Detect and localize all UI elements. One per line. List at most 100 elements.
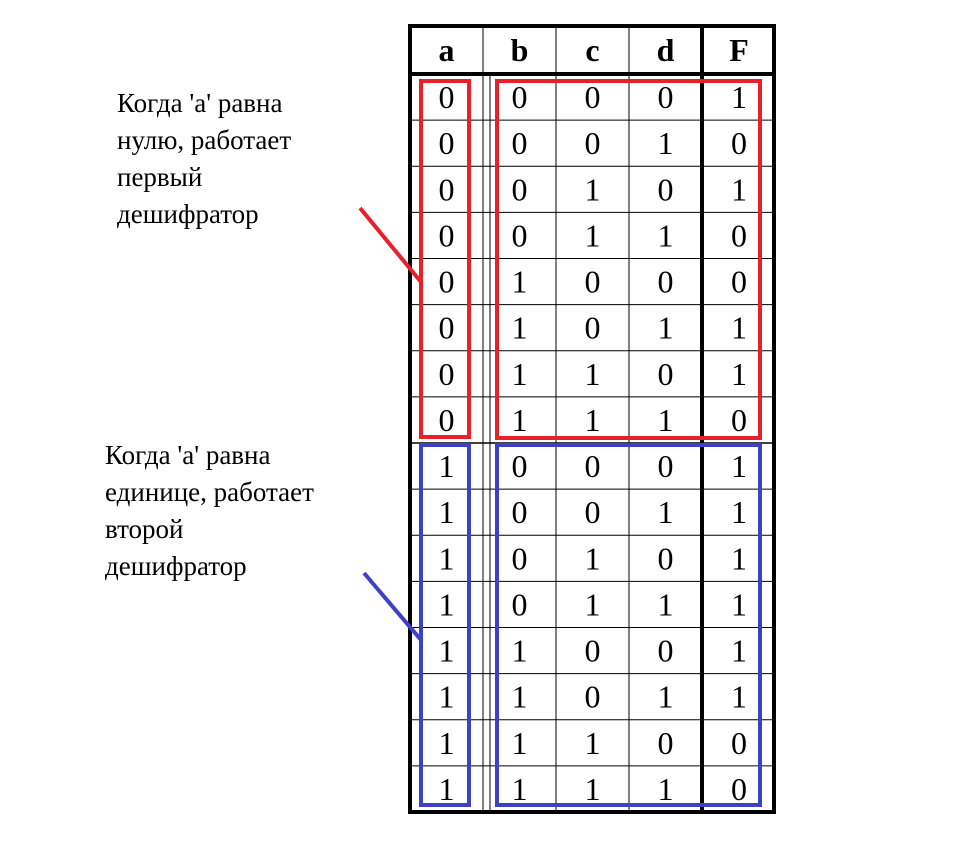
table-cell: 0: [585, 679, 601, 715]
table-cell: 1: [439, 448, 455, 484]
table-cell: 1: [585, 586, 601, 622]
table-cell: 0: [439, 125, 455, 161]
table-cell: 0: [512, 448, 528, 484]
table-cell: 1: [585, 771, 601, 807]
table-cell: 0: [439, 264, 455, 300]
table-cell: 1: [731, 494, 747, 530]
table-cell: 0: [512, 79, 528, 115]
annotation-second-decoder: Когда 'а' равна единице, работает второй…: [105, 437, 314, 585]
table-cell: 0: [512, 586, 528, 622]
annotation-line: Когда 'а' равна: [117, 88, 283, 118]
table-cell: 1: [731, 171, 747, 207]
table-cell: 0: [658, 448, 674, 484]
table-cell: 1: [658, 217, 674, 253]
table-cell: 1: [512, 679, 528, 715]
table-cell: 0: [512, 125, 528, 161]
table-cell: 0: [658, 540, 674, 576]
table-cell: 0: [512, 494, 528, 530]
table-cell: 1: [585, 402, 601, 438]
table-cell: 1: [512, 771, 528, 807]
group-highlights: [358, 79, 762, 807]
annotation-line: дешифратор: [117, 199, 259, 229]
table-cell: 1: [731, 310, 747, 346]
table-cell: 0: [658, 264, 674, 300]
table-cell: 0: [731, 264, 747, 300]
table-grid: [408, 24, 776, 814]
table-cell: 1: [731, 356, 747, 392]
table-cell: 1: [439, 586, 455, 622]
table-cell: 0: [658, 171, 674, 207]
table-cell: 0: [658, 79, 674, 115]
table-cell: 0: [439, 402, 455, 438]
table-cell: 1: [585, 725, 601, 761]
table-cell: 1: [658, 586, 674, 622]
table-cell: 0: [731, 125, 747, 161]
annotation-first-decoder: Когда 'а' равна нулю, работает первый де…: [117, 85, 291, 233]
table-cell: 1: [512, 264, 528, 300]
table-cell: 1: [512, 356, 528, 392]
table-cell: 1: [512, 633, 528, 669]
table-cell: 0: [439, 356, 455, 392]
table-cell: 1: [439, 771, 455, 807]
table-cell: 1: [658, 310, 674, 346]
table-border: [408, 24, 776, 814]
table-cell: 0: [439, 217, 455, 253]
table-cell: 1: [731, 679, 747, 715]
first-decoder-pointer: [358, 206, 423, 284]
table-cell: 1: [731, 540, 747, 576]
table-cell: 1: [658, 679, 674, 715]
table-cell: 0: [585, 310, 601, 346]
annotation-line: Когда 'а' равна: [105, 440, 271, 470]
table-cell: 0: [439, 171, 455, 207]
table-cell: 0: [512, 171, 528, 207]
table-cell: 1: [731, 633, 747, 669]
table-cell: 1: [439, 494, 455, 530]
table-cell: 1: [658, 402, 674, 438]
table-cell: 1: [658, 771, 674, 807]
annotation-line: дешифратор: [105, 551, 247, 581]
table-cell: 1: [439, 725, 455, 761]
table-cell: 0: [585, 448, 601, 484]
table-cell: 0: [731, 771, 747, 807]
annotation-line: первый: [117, 162, 203, 192]
table-cell: 1: [731, 79, 747, 115]
table-cell: 0: [731, 402, 747, 438]
column-header: d: [657, 32, 675, 68]
table-cell: 0: [658, 725, 674, 761]
table-cell: 1: [731, 586, 747, 622]
second-decoder-select-box: [419, 443, 471, 807]
table-cell: 1: [585, 356, 601, 392]
table-cell: 0: [731, 217, 747, 253]
table-cell: 1: [439, 679, 455, 715]
table-cell: 0: [585, 494, 601, 530]
table-cell: 0: [731, 725, 747, 761]
table-cell: 0: [585, 125, 601, 161]
table-cell: 1: [585, 217, 601, 253]
first-decoder-select-box: [419, 79, 471, 439]
table-cell: 1: [585, 171, 601, 207]
table-cell: 0: [585, 264, 601, 300]
table-cell: 0: [512, 540, 528, 576]
column-header: b: [511, 32, 529, 68]
table-cell: 1: [658, 125, 674, 161]
table-cell: 1: [658, 494, 674, 530]
annotation-line: единице, работает: [105, 477, 314, 507]
table-cell: 0: [512, 217, 528, 253]
second-decoder-inputs-box: [495, 443, 762, 807]
table-cell: 1: [731, 448, 747, 484]
table-cell: 0: [439, 79, 455, 115]
column-header: F: [729, 32, 749, 68]
first-decoder-inputs-box: [495, 79, 762, 440]
annotation-line: нулю, работает: [117, 125, 292, 155]
table-cell: 0: [658, 633, 674, 669]
table-cell: 0: [658, 356, 674, 392]
column-header: a: [439, 32, 455, 68]
table-cell: 1: [585, 540, 601, 576]
table-cell: 0: [585, 79, 601, 115]
table-cell: 0: [585, 633, 601, 669]
table-cell: 1: [512, 310, 528, 346]
table-cell: 1: [512, 402, 528, 438]
second-decoder-pointer: [362, 571, 423, 642]
